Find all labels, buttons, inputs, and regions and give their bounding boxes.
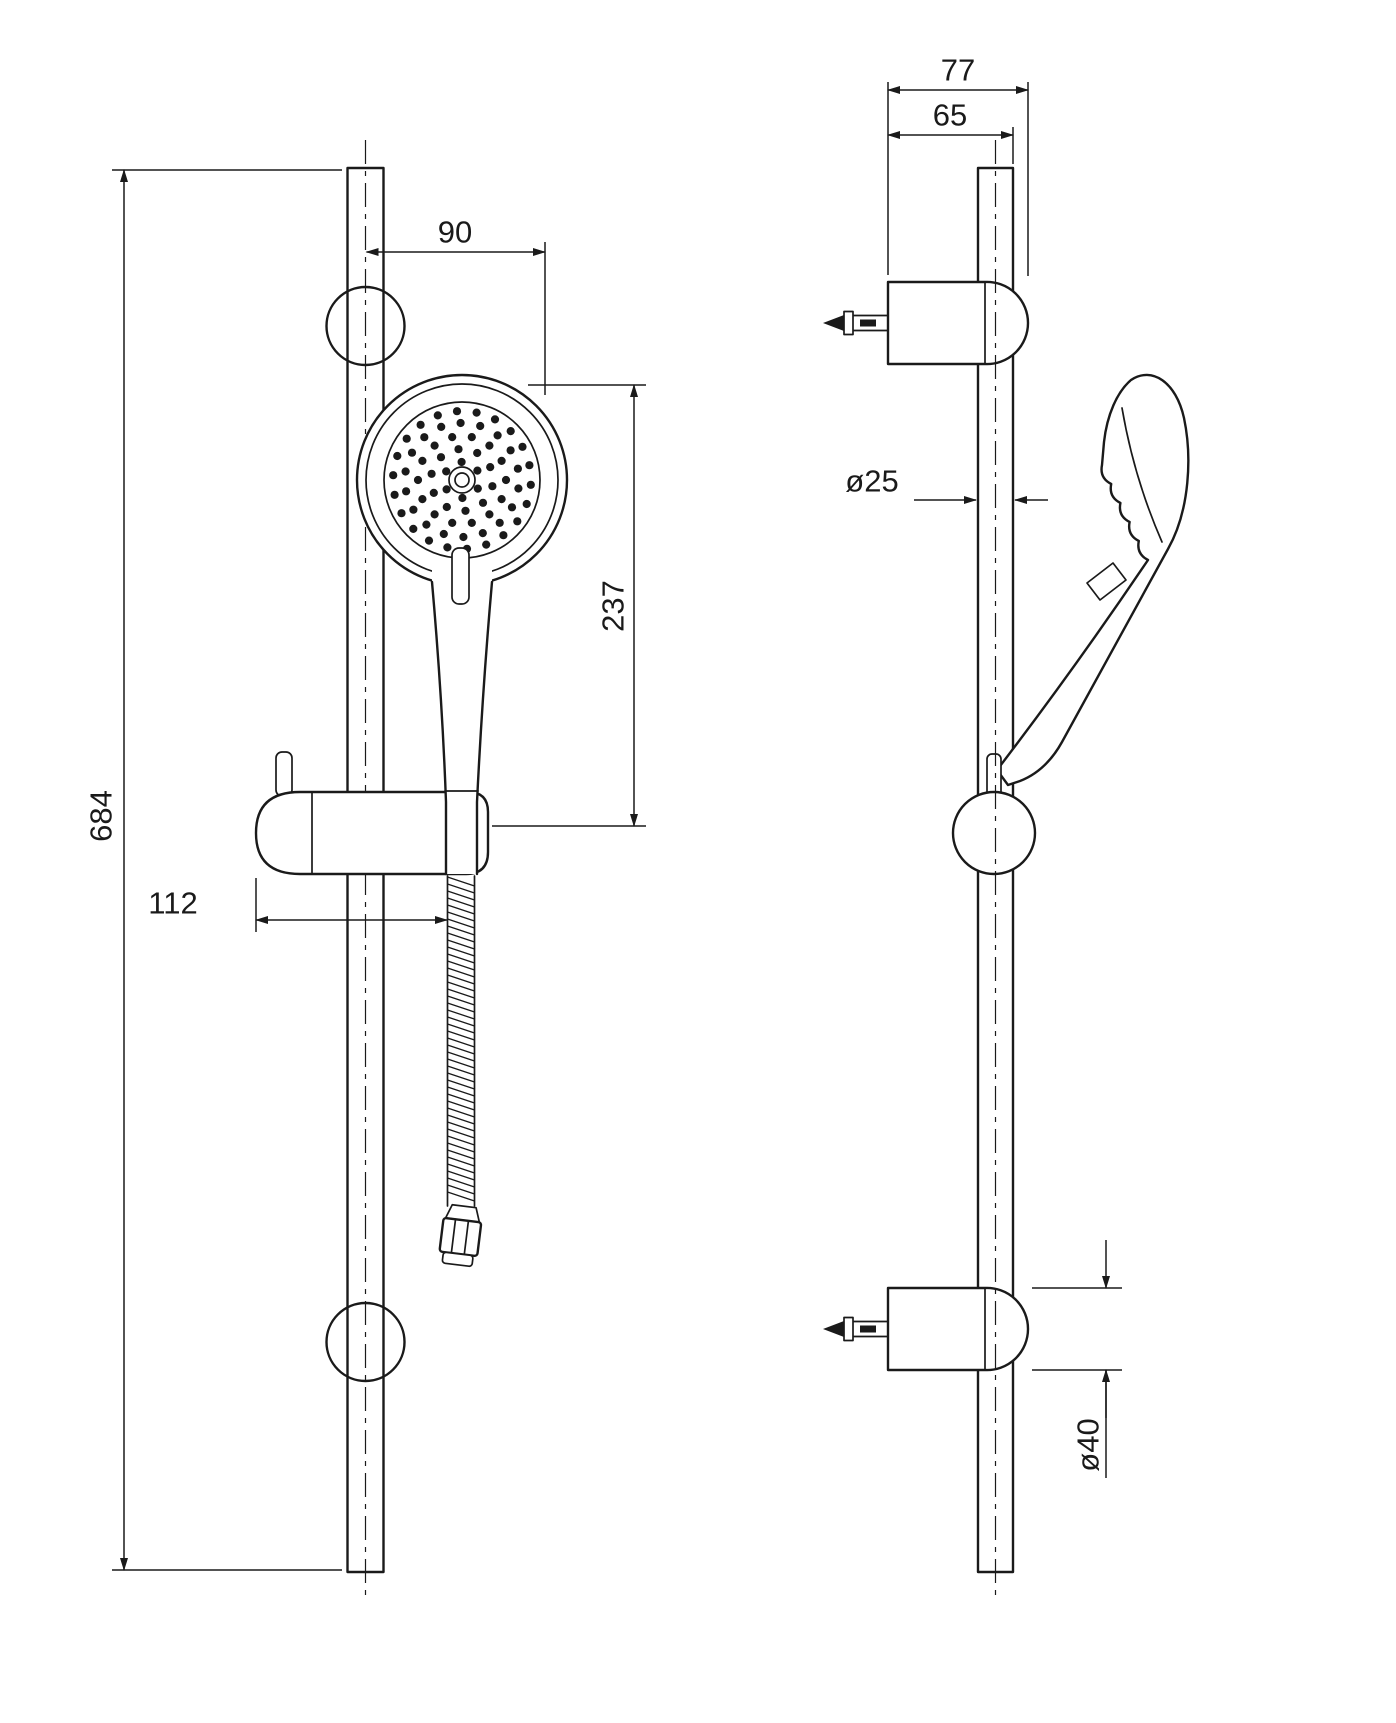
dim-overall-height-label: 684 xyxy=(84,790,119,842)
dim-wall-to-rail: 65 xyxy=(887,98,1014,164)
front-view xyxy=(254,140,569,1600)
handle-button-slot xyxy=(451,547,470,605)
wall-plug-tip-bottom xyxy=(823,1321,844,1337)
dim-bracket-depth-label: 77 xyxy=(941,53,975,88)
slider-knob-side xyxy=(951,790,1037,876)
hose-end-nut xyxy=(438,1203,483,1268)
handshower-side xyxy=(995,373,1190,787)
wall-plug-tip-top xyxy=(823,315,844,331)
side-view xyxy=(823,140,1190,1600)
dim-rail-diameter: ø25 xyxy=(845,464,1048,504)
top-bracket-front xyxy=(325,285,406,367)
dim-handshower-length: 237 xyxy=(492,384,646,827)
shower-hose xyxy=(438,875,483,1268)
dim-bracket-depth: 77 xyxy=(887,53,1029,276)
dim-overall-height: 684 xyxy=(84,169,342,1571)
dimension-annotations: 684 90 237 112 77 xyxy=(84,53,1122,1571)
bottom-bracket-front xyxy=(325,1301,406,1383)
top-bracket-side xyxy=(823,280,1030,366)
dim-bracket-diameter: ø40 xyxy=(1032,1240,1122,1478)
handshower-head-front xyxy=(355,373,569,587)
holder-lock-pin-front xyxy=(275,751,293,797)
dim-handshower-length-label: 237 xyxy=(596,580,631,632)
handshower-handle-front xyxy=(430,547,494,876)
slider-holder-front xyxy=(254,751,490,876)
dim-wall-to-rail-label: 65 xyxy=(933,98,967,133)
dim-holder-offset: 112 xyxy=(148,878,448,932)
bottom-bracket-side xyxy=(823,1286,1030,1372)
spray-nozzles xyxy=(389,407,535,553)
dim-holder-offset-label: 112 xyxy=(148,886,197,921)
dim-rail-diameter-label: ø25 xyxy=(845,464,898,499)
dim-bracket-diameter-label: ø40 xyxy=(1071,1418,1106,1471)
dim-head-offset-label: 90 xyxy=(438,215,472,250)
handle-button-side xyxy=(1086,562,1127,601)
hose-braiding xyxy=(447,876,475,1202)
dim-head-offset: 90 xyxy=(365,215,546,395)
